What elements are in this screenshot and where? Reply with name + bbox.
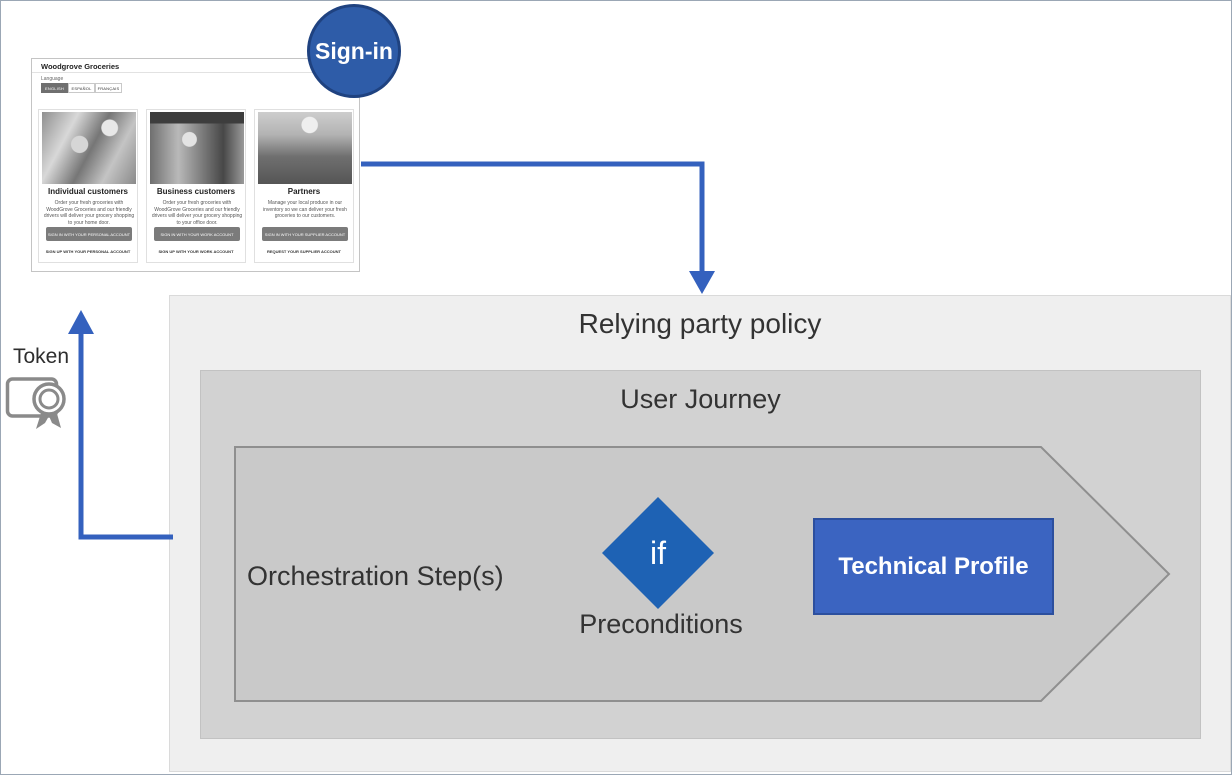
grocery-store-family-photo (42, 112, 136, 184)
card-description: Order your fresh groceries with WoodGrov… (43, 200, 135, 226)
card-title: Business customers (156, 187, 236, 196)
if-label: if (650, 534, 666, 571)
relying-party-policy-title: Relying party policy (578, 308, 822, 339)
language-switcher: ENGLISH ESPAÑOL FRANÇAIS (41, 83, 122, 93)
token-arrow (68, 310, 173, 540)
sign-in-supplier-button[interactable]: SIGN IN WITH YOUR SUPPLIER ACCOUNT (262, 227, 348, 241)
orchestration-step-chevron (234, 446, 1171, 702)
partners-card: Partners Manage your local produce in ou… (254, 109, 354, 263)
token-arrowhead-icon (68, 310, 94, 334)
title-separator (32, 72, 359, 73)
signin-arrow (361, 161, 715, 294)
individual-customers-card: Individual customers Order your fresh gr… (38, 109, 138, 263)
signin-arrowhead-icon (689, 271, 715, 294)
sign-in-badge: Sign-in (307, 4, 401, 98)
card-title: Individual customers (47, 187, 129, 196)
woodgrove-browser-window: Woodgrove Groceries Language ENGLISH ESP… (31, 58, 360, 272)
browser-site-title: Woodgrove Groceries (41, 62, 120, 71)
language-label: Language (41, 76, 64, 82)
technical-profile-label: Technical Profile (838, 552, 1029, 580)
preconditions-label: Preconditions (579, 609, 743, 639)
sign-in-work-button[interactable]: SIGN IN WITH YOUR WORK ACCOUNT (154, 227, 240, 241)
request-supplier-link[interactable]: REQUEST YOUR SUPPLIER ACCOUNT (266, 249, 341, 254)
sign-up-work-link[interactable]: SIGN UP WITH YOUR WORK ACCOUNT (158, 249, 234, 254)
store-employee-photo (150, 112, 244, 184)
language-button-francais[interactable]: FRANÇAIS (95, 83, 122, 93)
technical-profile-box: Technical Profile (813, 518, 1054, 615)
language-button-english[interactable]: ENGLISH (41, 83, 68, 93)
language-button-espanol[interactable]: ESPAÑOL (68, 83, 95, 93)
sign-in-personal-button[interactable]: SIGN IN WITH YOUR PERSONAL ACCOUNT (46, 227, 132, 241)
sign-up-personal-link[interactable]: SIGN UP WITH YOUR PERSONAL ACCOUNT (45, 249, 131, 254)
business-customers-card: Business customers Order your fresh groc… (146, 109, 246, 263)
token-label: Token (13, 345, 70, 368)
orchestration-step-label: Orchestration Step(s) (247, 561, 504, 591)
card-description: Manage your local produce in our invento… (263, 200, 347, 219)
farmer-produce-photo (258, 112, 352, 184)
user-journey-title: User Journey (620, 384, 781, 414)
card-title: Partners (287, 187, 321, 196)
card-description: Order your fresh groceries with WoodGrov… (151, 200, 243, 226)
certificate-icon (5, 377, 66, 429)
diamond-shape (602, 497, 714, 609)
if-condition-diamond: if (600, 495, 716, 611)
sign-in-label: Sign-in (315, 37, 393, 64)
